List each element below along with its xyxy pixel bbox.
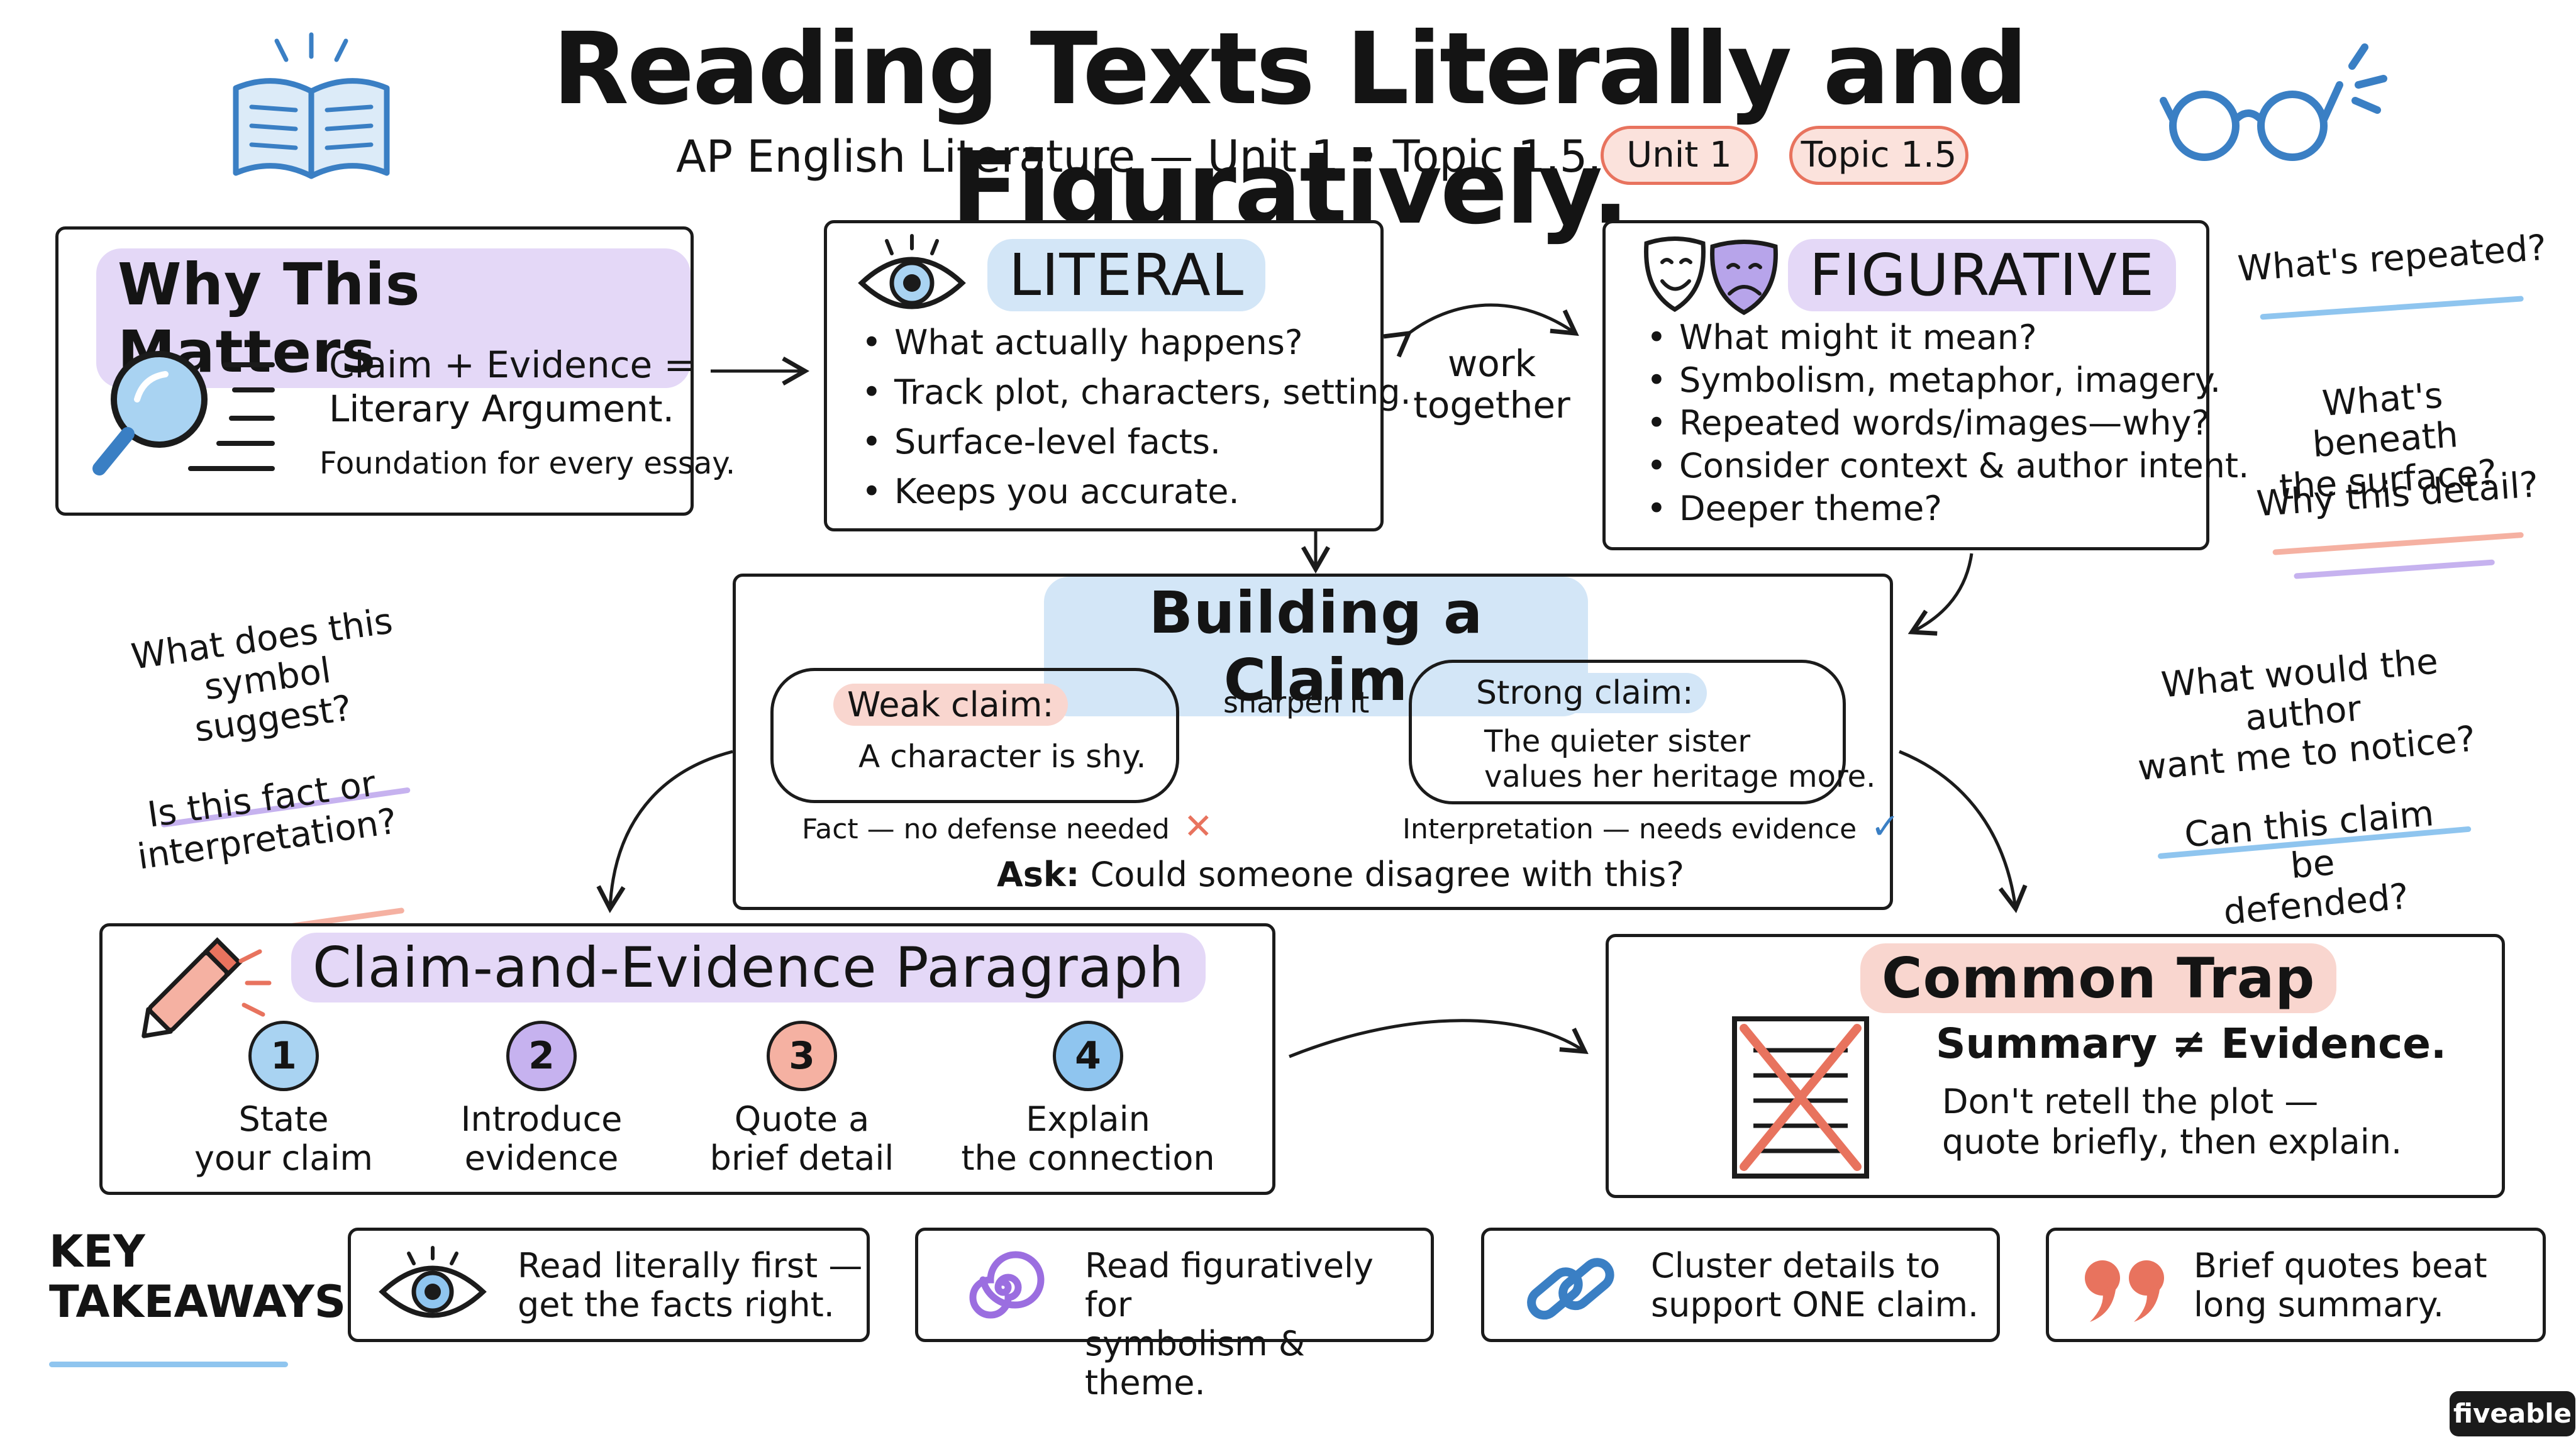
strong-claim-line-2: values her heritage more.: [1484, 759, 1876, 794]
page-title: Reading Texts Literally and Figuratively…: [552, 11, 2028, 247]
building-claim-card: Building a Claim Weak claim: A character…: [733, 574, 1900, 910]
step-3-label: Quote a brief detail: [709, 1099, 894, 1178]
literal-item: Track plot, characters, setting.: [855, 367, 1411, 417]
topic-badge-label: Topic 1.5: [1801, 135, 1957, 175]
takeaway-text: Read figuratively for symbolism & theme.: [1085, 1246, 1374, 1402]
trap-headline: Summary ≠ Evidence.: [1936, 1019, 2447, 1068]
book-icon: [217, 28, 406, 192]
spiral-icon: [956, 1246, 1050, 1328]
weak-claim-note: Fact — no defense needed ✕: [802, 806, 1213, 847]
figurative-card: FIGURATIVE What might it mean? Symbolism…: [1602, 220, 2249, 550]
unit-badge-label: Unit 1: [1626, 135, 1732, 175]
claim-to-trap-arrow: [1899, 750, 2028, 913]
figurative-item: Deeper theme?: [1640, 487, 2249, 530]
magnifier-icon: [84, 340, 291, 484]
paragraph-card: Claim-and-Evidence Paragraph 1 2 3 4 Sta…: [99, 923, 1275, 1195]
step-2-circle: 2: [506, 1021, 577, 1091]
weak-claim-label: Weak claim:: [833, 684, 1068, 726]
step-2-label: Introduce evidence: [460, 1099, 623, 1178]
trap-line-1: Don't retell the plot —: [1942, 1082, 2319, 1121]
unit-badge: Unit 1: [1601, 126, 1758, 185]
takeaway-card: Read figuratively for symbolism & theme.: [915, 1228, 1434, 1402]
literal-item: Surface-level facts.: [855, 417, 1411, 467]
literal-card: LITERAL What actually happens? Track plo…: [824, 220, 1411, 531]
theater-masks-icon: [1640, 231, 1785, 319]
common-trap-title: Common Trap: [1860, 943, 2337, 1013]
topic-badge: Topic 1.5: [1789, 126, 1968, 185]
why-line-1: Claim + Evidence =: [329, 343, 695, 386]
quote-marks-icon: [2077, 1246, 2172, 1328]
figurative-to-claim-arrow: [1907, 553, 1974, 636]
brand-name: fiveable: [2453, 1398, 2572, 1429]
fiveable-logo: fiveable: [2450, 1391, 2575, 1436]
claim-to-paragraph-arrow: [596, 750, 733, 914]
figurative-item: Symbolism, metaphor, imagery.: [1640, 359, 2249, 402]
figurative-item: Consider context & author intent.: [1640, 445, 2249, 487]
eye-icon: [376, 1245, 489, 1326]
step-1-circle: 1: [248, 1021, 319, 1091]
takeaway-text: Brief quotes beat long summary.: [2194, 1246, 2487, 1324]
literal-title: LITERAL: [987, 239, 1266, 311]
chain-link-icon: [1516, 1246, 1623, 1331]
step-3-circle: 3: [767, 1021, 837, 1091]
figurative-item: What might it mean?: [1640, 316, 2249, 359]
weak-claim-text: A character is shy.: [858, 738, 1146, 775]
takeaway-text: Cluster details to support ONE claim.: [1651, 1246, 1979, 1324]
figurative-list: What might it mean? Symbolism, metaphor,…: [1640, 316, 2249, 530]
why-line-2: Literary Argument.: [329, 387, 675, 430]
pencil-icon: [134, 936, 279, 1043]
takeaway-card: Cluster details to support ONE claim.: [1481, 1228, 2000, 1342]
takeaway-card: Brief quotes beat long summary.: [2046, 1228, 2546, 1342]
why-note: Foundation for every essay.: [319, 446, 736, 481]
strong-claim-line-1: The quieter sister: [1484, 724, 1751, 759]
step-4-label: Explain the connection: [961, 1099, 1215, 1178]
crossed-out-document-icon: [1728, 1013, 1873, 1182]
eye-icon: [852, 230, 972, 324]
strong-claim-note: Interpretation — needs evidence ✓: [1402, 806, 1901, 847]
figurative-title: FIGURATIVE: [1788, 239, 2177, 311]
paragraph-to-trap-arrow: [1289, 1019, 1589, 1058]
step-4-circle: 4: [1053, 1021, 1123, 1091]
literal-item: What actually happens?: [855, 318, 1411, 367]
strong-claim-label: Strong claim:: [1462, 673, 1707, 713]
why-this-matters-card: Why This Matters Claim + Evidence = Lite…: [55, 226, 735, 516]
x-mark-icon: ✕: [1183, 806, 1213, 847]
work-together-label: work together: [1413, 342, 1570, 426]
common-trap-card: Common Trap Summary ≠ Evidence. Don't re…: [1606, 934, 2505, 1198]
takeaway-card: Read literally first — get the facts rig…: [348, 1228, 870, 1342]
step-1-label: State your claim: [194, 1099, 373, 1178]
strong-claim-bubble: Strong claim: The quieter sister values …: [1409, 660, 1875, 804]
page-subtitle: AP English Literature — Unit 1 • Topic 1…: [676, 131, 1602, 182]
building-claim-title: Building a Claim: [1044, 577, 1588, 716]
glasses-icon: [2151, 25, 2390, 170]
sharpen-label: sharpen it: [1223, 686, 1370, 719]
ask-line: Ask: Could someone disagree with this?: [997, 855, 1685, 894]
check-mark-icon: ✓: [1870, 806, 1901, 847]
literal-item: Keeps you accurate.: [855, 467, 1411, 516]
takeaway-text: Read literally first — get the facts rig…: [518, 1246, 863, 1324]
literal-list: What actually happens? Track plot, chara…: [855, 318, 1411, 516]
trap-line-2: quote briefly, then explain.: [1942, 1122, 2402, 1162]
work-together-arrow: [1383, 303, 1579, 358]
paragraph-title: Claim-and-Evidence Paragraph: [291, 933, 1206, 1002]
key-takeaways-label: KEY TAKEAWAYS:: [49, 1226, 364, 1377]
figurative-item: Repeated words/images—why?: [1640, 402, 2249, 445]
weak-claim-bubble: Weak claim: A character is shy.: [770, 668, 1179, 803]
